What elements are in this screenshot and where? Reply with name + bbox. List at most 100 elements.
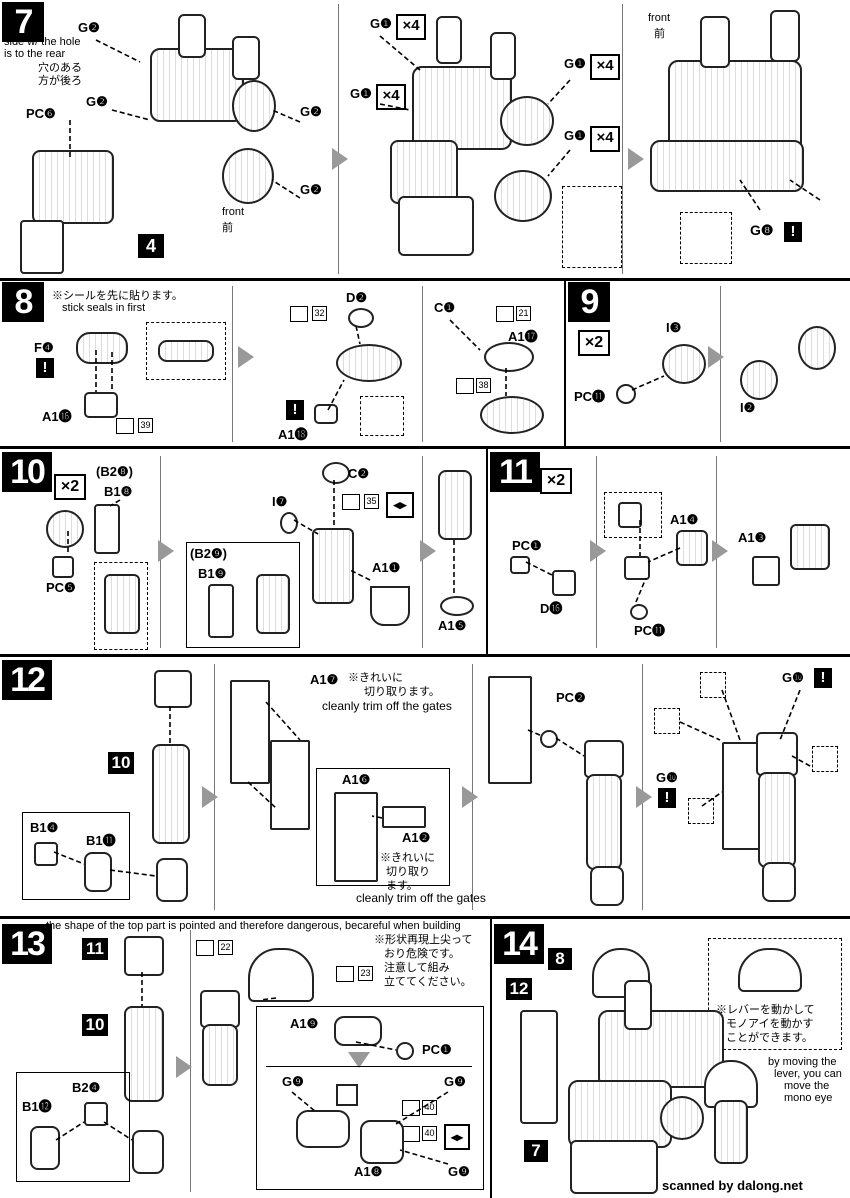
part-label: G❾ <box>448 1164 470 1179</box>
hand-part <box>132 1130 164 1174</box>
variant-box <box>186 542 300 648</box>
polycap <box>540 730 558 748</box>
flip-icon: ◂▸ <box>444 1124 470 1150</box>
seal-icon <box>290 306 308 322</box>
trim-note-jp: ます。 <box>386 880 418 892</box>
backpack-fin <box>770 10 800 62</box>
part-label: G❶ <box>350 86 372 101</box>
part <box>336 1084 358 1106</box>
detail-callout <box>94 562 148 650</box>
part-label: G❶ <box>564 128 586 143</box>
divider <box>0 654 850 657</box>
part <box>280 512 298 534</box>
divider <box>0 916 850 919</box>
next-arrow <box>420 540 436 562</box>
part-label: PC⓫ <box>574 389 606 404</box>
next-arrow <box>158 540 174 562</box>
hand-part <box>84 852 112 892</box>
polycap <box>630 604 648 620</box>
part-label: I❼ <box>272 494 288 509</box>
part-label: A1⓰ <box>42 409 72 424</box>
polycap <box>52 556 74 578</box>
divider <box>0 278 850 281</box>
front-label-jp: 前 <box>654 28 665 40</box>
arm <box>714 1100 748 1164</box>
detail-callout <box>604 492 662 538</box>
part-label: I❸ <box>666 320 682 335</box>
part-label: PC❻ <box>26 106 56 121</box>
part-label: A1❻ <box>342 772 371 787</box>
cable-assembly <box>480 396 544 434</box>
seal-icon <box>336 966 354 982</box>
multiplier: ×4 <box>590 54 620 80</box>
seal-number: 39 <box>138 418 153 433</box>
multiplier: ×2 <box>540 468 572 494</box>
thruster <box>222 148 274 204</box>
part-label: C❶ <box>434 300 456 315</box>
part-label: B2❹ <box>72 1080 101 1095</box>
warning-jp: おり危険です。 <box>384 948 460 960</box>
seal-icon <box>402 1100 420 1116</box>
seal-number: 35 <box>364 494 379 509</box>
seal-number: 32 <box>312 306 327 321</box>
warning-jp: 立ててください。 <box>384 976 472 988</box>
panel <box>488 676 532 784</box>
joint-part <box>662 344 706 384</box>
backpack-fin <box>700 16 730 68</box>
warning-en: the shape of the top part is pointed and… <box>46 920 461 932</box>
step-number-13: 13 <box>2 924 52 964</box>
seal-number: 40 <box>422 1126 437 1141</box>
trim-note-jp: 切り取ります。 <box>364 686 440 698</box>
panel <box>722 742 762 850</box>
next-arrow <box>708 346 724 368</box>
part-label: G❷ <box>78 20 100 35</box>
hand-box <box>22 812 130 900</box>
caution-icon: ! <box>658 788 676 808</box>
next-arrow <box>712 540 728 562</box>
next-arrow <box>202 786 218 808</box>
cable-assembly <box>336 344 402 382</box>
step-ref-12: 12 <box>506 978 532 1000</box>
seal-number: 22 <box>218 940 233 955</box>
body-core <box>412 66 512 150</box>
backpack-fin <box>436 16 462 64</box>
shoulder-block <box>584 740 624 778</box>
multiplier: ×4 <box>396 14 426 40</box>
part <box>348 308 374 328</box>
head-interior <box>738 948 802 992</box>
panel-frame <box>230 680 270 784</box>
leg-joint <box>312 528 354 604</box>
front-label: front <box>648 12 671 24</box>
body-core <box>150 48 244 122</box>
step-number-7: 7 <box>2 2 44 42</box>
step-number-9: 9 <box>568 282 610 322</box>
part-label: D⓰ <box>540 601 563 616</box>
thruster-row <box>650 140 804 192</box>
hand-part <box>30 1126 60 1170</box>
hand-part <box>590 866 624 906</box>
part-label: A1❷ <box>402 830 431 845</box>
part-label: B1❽ <box>104 484 133 499</box>
part <box>322 462 350 484</box>
body-core <box>598 1010 724 1088</box>
part <box>552 570 576 596</box>
part-label: G❷ <box>300 104 322 119</box>
trim-note-jp: 切り取り <box>386 866 430 878</box>
trim-note-en: cleanly trim off the gates <box>356 891 486 905</box>
part <box>314 404 338 424</box>
part-label: A1⓲ <box>278 427 308 442</box>
thruster <box>232 80 276 132</box>
multiplier: ×2 <box>578 330 610 356</box>
next-arrow <box>590 540 606 562</box>
warning-jp: 注意して組み <box>384 962 450 974</box>
head-shell <box>248 948 314 1002</box>
detail-box <box>256 1006 484 1190</box>
front-label: front <box>222 206 245 218</box>
part <box>84 392 118 418</box>
backpack-fin <box>490 32 516 80</box>
trim-note-jp: ※きれいに <box>380 852 435 864</box>
arm <box>124 1006 164 1102</box>
skirt <box>398 196 474 256</box>
seal-note-jp: ※シールを先に貼ります。 <box>52 290 183 302</box>
